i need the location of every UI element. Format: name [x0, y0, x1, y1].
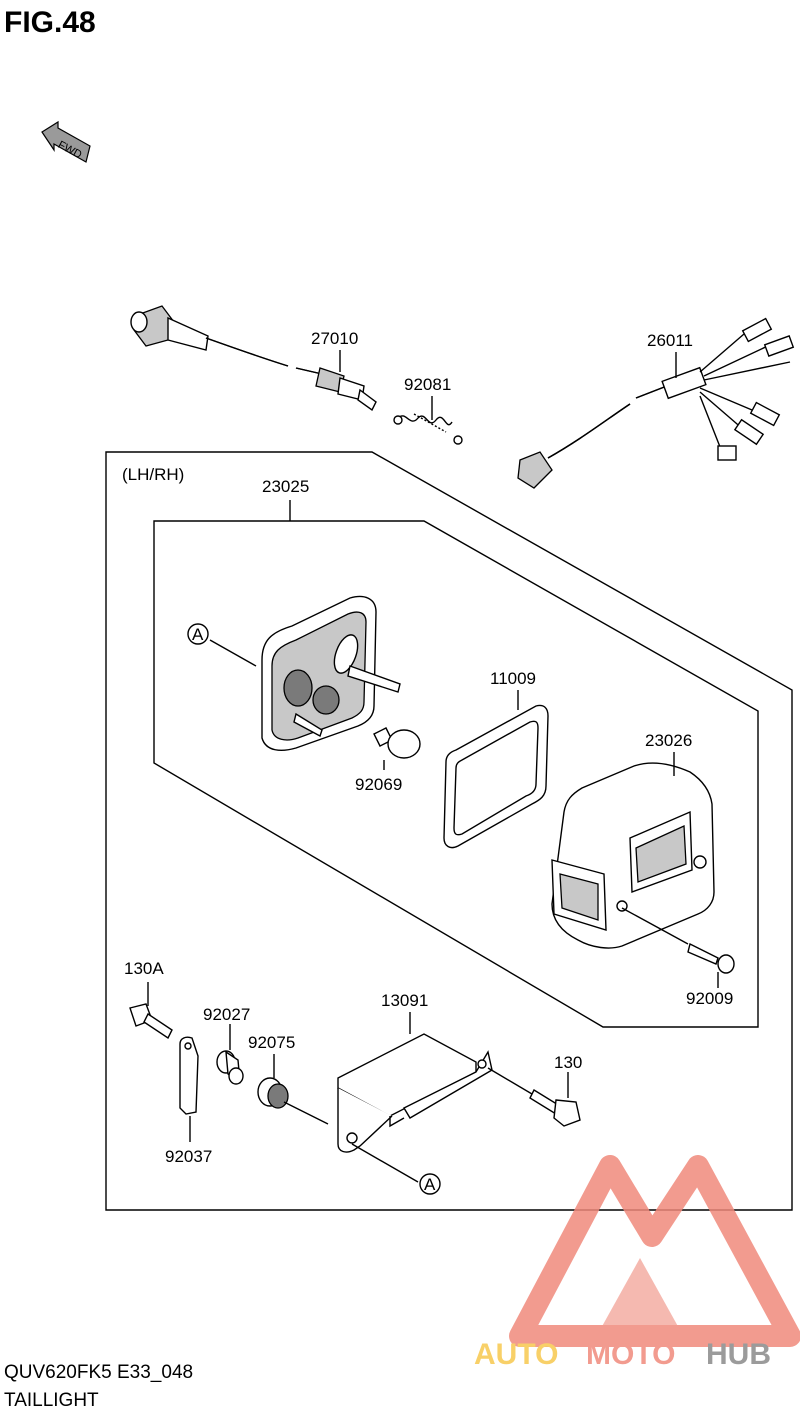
grommet-92075-icon	[257, 1077, 289, 1109]
watermark-hub: HUB	[706, 1338, 771, 1371]
figure-title: FIG.48	[4, 6, 96, 39]
lh-rh-group-frame	[105, 451, 793, 1211]
part-label-13091: 13091	[381, 991, 428, 1010]
fwd-arrow-icon: FWD	[41, 120, 91, 163]
taillight-assembly-frame	[153, 520, 759, 1028]
automotohub-logo: AUTO MOTO HUB	[474, 1155, 800, 1371]
lamp-housing-icon	[261, 595, 401, 751]
clamp-92037-icon	[179, 1036, 199, 1115]
lamp-lens-23026-icon	[551, 762, 715, 949]
part-label-23025: 23025	[262, 477, 309, 496]
spring-92081-icon	[393, 413, 463, 445]
watermark-auto: AUTO	[474, 1338, 558, 1371]
section-name: TAILLIGHT	[4, 1390, 99, 1411]
switch-harness-27010-icon	[130, 305, 377, 412]
part-label-27010: 27010	[311, 329, 358, 348]
part-label-92037: 92037	[165, 1147, 212, 1166]
gasket-11009-icon	[443, 704, 549, 849]
part-label-92009: 92009	[686, 989, 733, 1008]
screw-92009-icon	[687, 942, 735, 974]
part-label-92075: 92075	[248, 1033, 295, 1052]
part-label-130: 130	[554, 1053, 582, 1072]
part-label-92027: 92027	[203, 1005, 250, 1024]
part-label-23026: 23026	[645, 731, 692, 750]
part-label-92069: 92069	[355, 775, 402, 794]
part-label-130a: 130A	[124, 959, 164, 978]
part-label-26011: 26011	[647, 331, 693, 350]
ref-mark-a-upper: A	[192, 625, 204, 644]
bracket-13091-icon	[337, 1033, 493, 1153]
ref-mark-circle	[187, 623, 209, 645]
watermark-moto: MOTO	[586, 1338, 675, 1371]
group-label: (LH/RH)	[122, 465, 184, 484]
ref-mark-circle-lower	[419, 1173, 441, 1195]
wiring-harness-26011-icon	[517, 317, 795, 489]
part-label-92081: 92081	[404, 375, 451, 394]
ref-mark-a-lower: A	[424, 1175, 436, 1194]
part-label-11009: 11009	[490, 669, 536, 688]
bulb-92069-icon	[373, 727, 421, 759]
bolt-130-icon	[529, 1089, 581, 1127]
bolt-130a-icon	[129, 1003, 173, 1040]
collar-92027-icon	[216, 1050, 244, 1085]
model-code: QUV620FK5 E33_048	[4, 1362, 193, 1383]
